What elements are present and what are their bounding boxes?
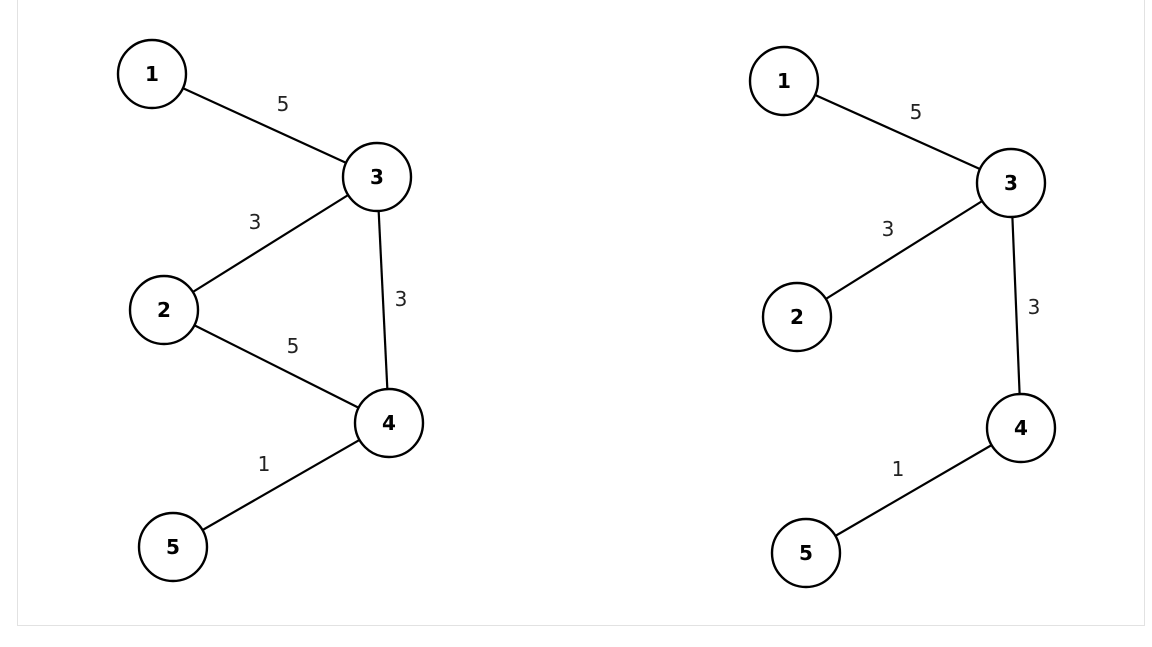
edge-3-4-weight: 3 <box>1028 295 1041 319</box>
edge-2-4 <box>163 309 390 424</box>
edge-3-4-weight: 3 <box>395 287 408 311</box>
node-4-label: 4 <box>382 411 396 435</box>
right-graph: 5 3 3 1 1 3 2 4 5 <box>748 45 1057 589</box>
node-1-label: 1 <box>145 62 159 86</box>
node-3-label: 3 <box>370 165 384 189</box>
node-3: 3 <box>975 147 1047 219</box>
edge-3-4 <box>375 176 391 424</box>
node-1: 1 <box>748 45 820 117</box>
edge-2-4-weight: 5 <box>287 334 300 358</box>
node-4-label: 4 <box>1014 416 1028 440</box>
node-2-label: 2 <box>157 298 171 322</box>
node-3-label: 3 <box>1004 171 1018 195</box>
edge-3-4 <box>1009 182 1023 429</box>
node-5-label: 5 <box>799 541 813 565</box>
edge-4-5-weight: 1 <box>258 452 271 476</box>
node-2-label: 2 <box>790 305 804 329</box>
edge-2-3-weight: 3 <box>882 217 895 241</box>
node-4: 4 <box>353 387 425 459</box>
edge-1-3 <box>783 79 1012 185</box>
node-5: 5 <box>137 511 209 583</box>
edge-4-5 <box>172 422 390 548</box>
node-4: 4 <box>985 392 1057 464</box>
edge-1-3-weight: 5 <box>277 92 290 116</box>
edge-1-3-weight: 5 <box>910 100 923 124</box>
node-3: 3 <box>341 141 413 213</box>
node-2: 2 <box>128 274 200 346</box>
edge-1-3 <box>151 72 378 179</box>
node-1-label: 1 <box>777 69 791 93</box>
edge-2-3-weight: 3 <box>249 210 262 234</box>
edge-4-5-weight: 1 <box>892 457 905 481</box>
node-1: 1 <box>116 38 188 110</box>
node-5-label: 5 <box>166 535 180 559</box>
left-graph: 5 3 3 5 1 1 3 2 4 5 <box>116 38 425 583</box>
node-2: 2 <box>761 281 833 353</box>
edge-2-3 <box>163 176 378 311</box>
edge-4-5 <box>805 427 1022 554</box>
node-5: 5 <box>770 517 842 589</box>
diagram-canvas <box>17 0 1145 626</box>
edge-2-3 <box>796 182 1012 318</box>
